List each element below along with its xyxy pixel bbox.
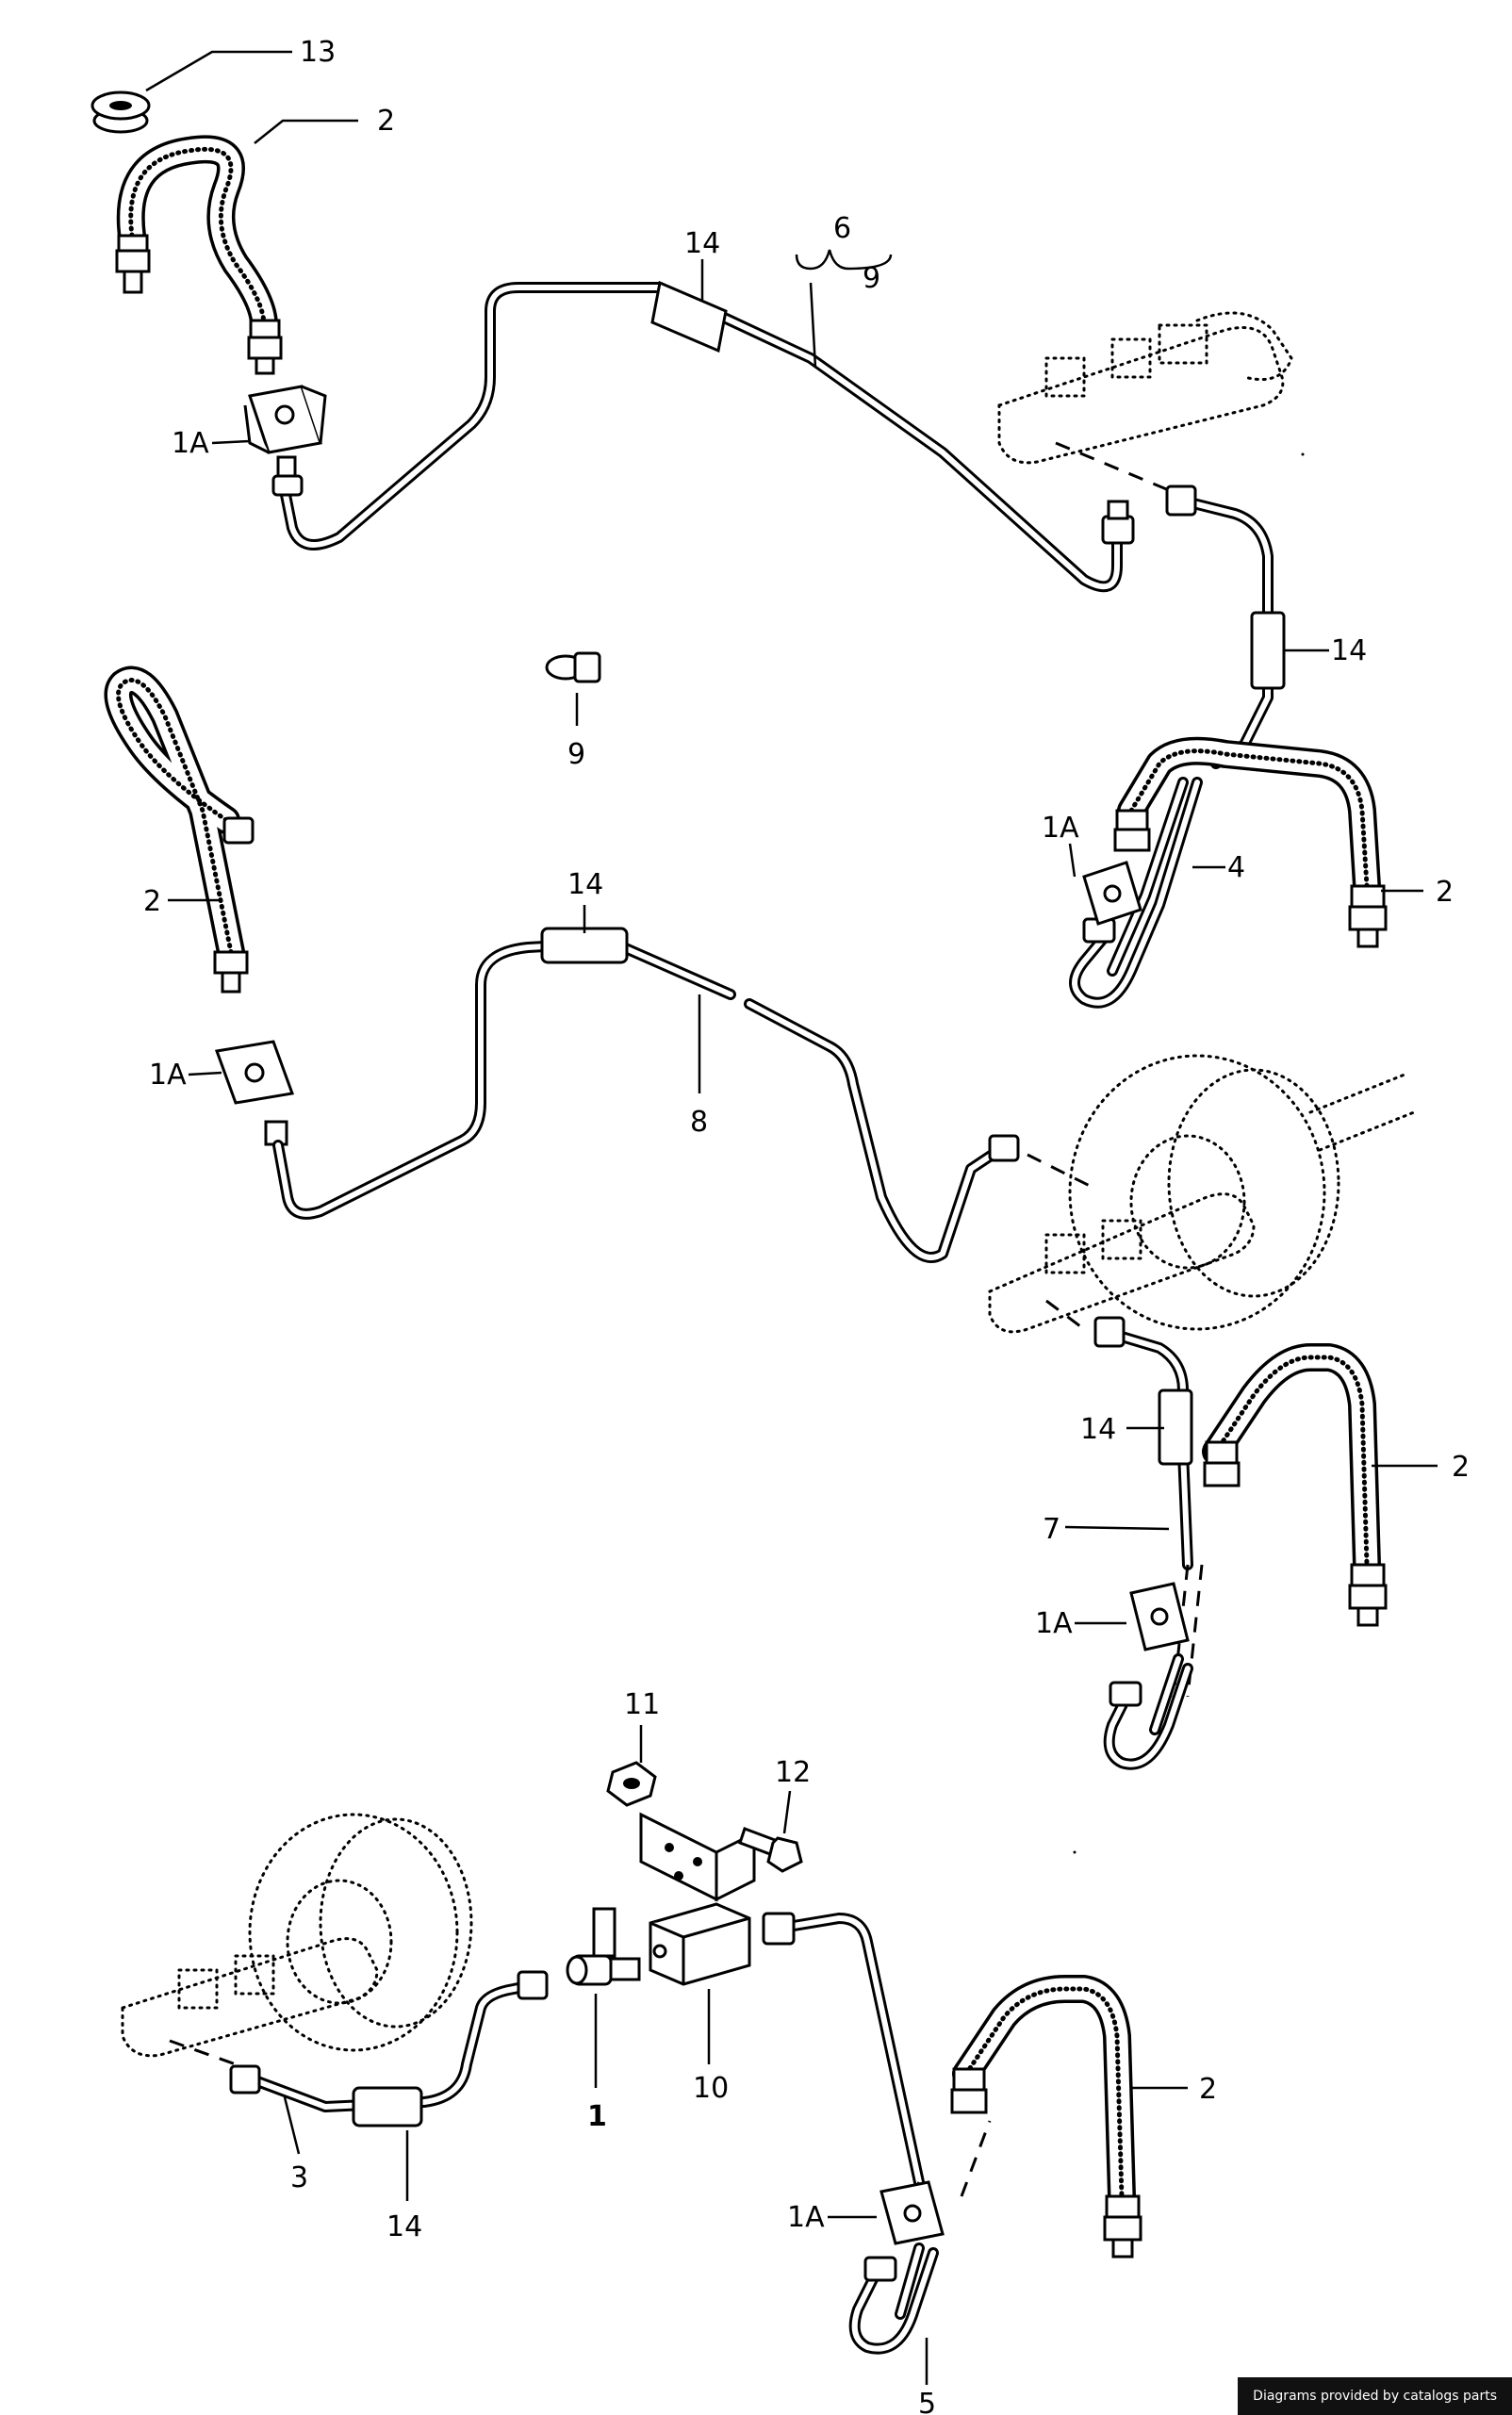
brake-hose-right-upper bbox=[1113, 736, 1388, 948]
brake-pipe-6 bbox=[271, 282, 1135, 593]
label-1a: 1A bbox=[1042, 812, 1079, 845]
label-14: 14 bbox=[1080, 1413, 1116, 1446]
label-3: 3 bbox=[290, 2161, 308, 2194]
brake-pipe-4 bbox=[1069, 777, 1203, 1009]
label-14: 14 bbox=[1331, 634, 1367, 667]
label-14: 14 bbox=[567, 868, 603, 901]
part-labels: 13 2 14 6 9 1A 14 9 1A 4 2 2 14 1A 8 14 … bbox=[143, 36, 1470, 2415]
label-13: 13 bbox=[300, 36, 336, 69]
label-2: 2 bbox=[1452, 1451, 1470, 1484]
label-9: 9 bbox=[863, 262, 880, 295]
label-2: 2 bbox=[377, 105, 395, 138]
callout-leaders bbox=[145, 50, 1438, 2385]
brake-hose-right-lower bbox=[1202, 1343, 1388, 1627]
brake-servo-ghost-bottom bbox=[121, 1813, 473, 2058]
top-assembly bbox=[90, 90, 1388, 1009]
label-2: 2 bbox=[1199, 2073, 1217, 2106]
bracket-1a-mid-left bbox=[214, 1040, 295, 1146]
brake-pipe-right-upper bbox=[1165, 485, 1286, 769]
label-1: 1 bbox=[587, 2100, 607, 2133]
pipe-clip-14-mid bbox=[540, 927, 629, 964]
brake-hose-mid-left bbox=[104, 665, 255, 994]
label-1a: 1A bbox=[149, 1059, 187, 1092]
bottom-assembly bbox=[121, 1761, 1142, 2355]
label-11: 11 bbox=[624, 1688, 660, 1721]
label-1a: 1A bbox=[172, 427, 209, 460]
pressure-regulator-valve-10 bbox=[649, 1902, 751, 1986]
label-7: 7 bbox=[1043, 1513, 1060, 1546]
master-cylinder-ghost-top bbox=[997, 311, 1293, 465]
label-9: 9 bbox=[567, 738, 585, 771]
label-2: 2 bbox=[1436, 876, 1454, 909]
brake-hose-top-left bbox=[115, 135, 283, 375]
label-10: 10 bbox=[693, 2072, 729, 2105]
brake-pipe-8 bbox=[272, 937, 1020, 1263]
bracket-1a-bottom bbox=[879, 2180, 945, 2245]
label-6: 6 bbox=[833, 212, 851, 245]
brake-hose-bottom-right bbox=[950, 1975, 1142, 2259]
bleed-plug-9 bbox=[545, 651, 601, 683]
label-14: 14 bbox=[684, 227, 720, 260]
label-2: 2 bbox=[143, 885, 161, 918]
brake-servo-ghost-mid bbox=[988, 1054, 1416, 1334]
valve-bracket bbox=[639, 1812, 756, 1902]
label-12: 12 bbox=[775, 1756, 811, 1789]
label-1a: 1A bbox=[1035, 1607, 1073, 1640]
nut-11 bbox=[606, 1761, 657, 1807]
bolt-12 bbox=[738, 1827, 803, 1873]
grommet-13 bbox=[90, 90, 151, 134]
label-4: 4 bbox=[1227, 851, 1245, 884]
middle-assembly bbox=[104, 665, 1416, 1770]
brake-pipe-5 bbox=[762, 1912, 939, 2355]
pipe-clip-14-top bbox=[650, 280, 728, 353]
bracket-1a-right-lower bbox=[1103, 1582, 1193, 1770]
label-1a: 1A bbox=[787, 2201, 825, 2234]
tee-fitting-1 bbox=[566, 1907, 641, 1986]
brake-pipe-3 bbox=[229, 1970, 549, 2128]
diagram-credit: Diagrams provided by catalogs parts bbox=[1238, 2377, 1512, 2415]
bracket-1a-top bbox=[243, 385, 327, 478]
label-8: 8 bbox=[690, 1106, 708, 1139]
label-5: 5 bbox=[918, 2388, 936, 2415]
bracket-1a-right-upper bbox=[1082, 861, 1142, 926]
label-14: 14 bbox=[386, 2210, 422, 2243]
